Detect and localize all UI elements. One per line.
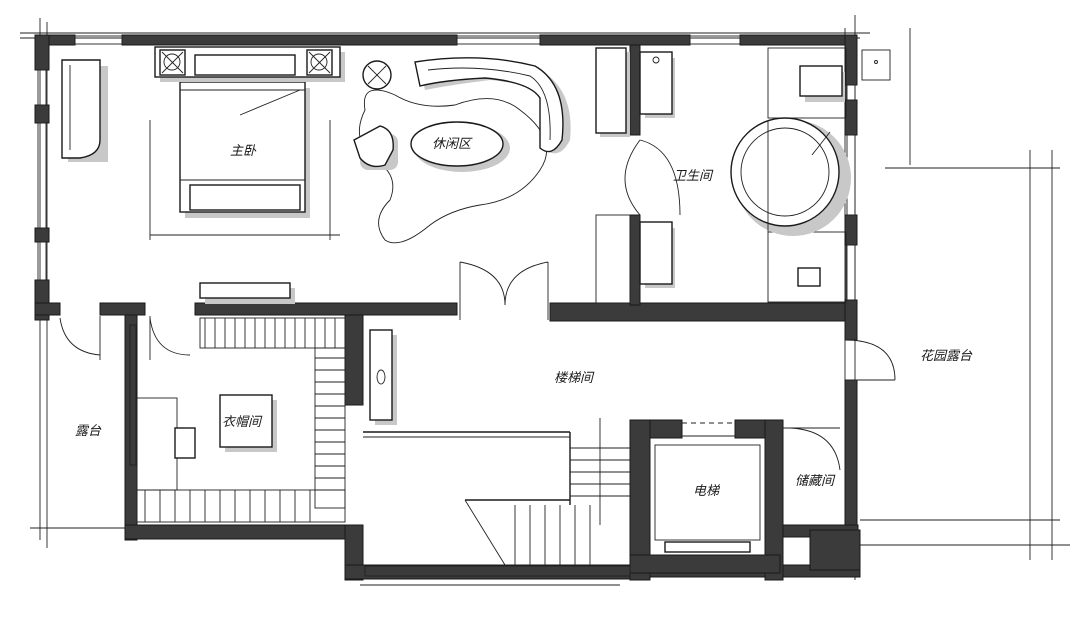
room-label-stairwell: 楼梯间 — [554, 371, 595, 386]
cloak-stool — [174, 427, 196, 459]
room-label-garden-terrace: 花园露台 — [920, 349, 973, 364]
room-label-cloakroom: 衣帽间 — [222, 415, 263, 430]
bathroom-fixtures — [595, 47, 851, 304]
sink-bottom — [639, 221, 673, 285]
stairwell — [363, 329, 630, 566]
terrace-post — [861, 49, 891, 81]
elevator-shaft — [654, 422, 761, 553]
sofa-chair — [61, 59, 101, 159]
armchair — [353, 125, 394, 168]
cloakroom-furniture — [136, 282, 346, 523]
curved-sofa — [414, 57, 564, 153]
room-label-lounge: 休闲区 — [432, 137, 473, 152]
console — [369, 329, 393, 421]
master-bedroom-furniture — [61, 46, 345, 218]
room-label-elevator: 电梯 — [693, 484, 721, 499]
cloak-island — [219, 394, 273, 448]
room-label-master-bedroom: 主卧 — [230, 144, 257, 159]
toilet-top — [799, 65, 843, 97]
walls — [34, 34, 861, 581]
coffee-table — [410, 121, 504, 167]
rug — [358, 89, 548, 244]
lounge-furniture — [353, 57, 571, 244]
elevator-door — [664, 541, 751, 553]
room-label-balcony: 露台 — [75, 424, 102, 439]
room-label-bathroom: 卫生间 — [673, 169, 714, 184]
toilet-bottom — [797, 267, 821, 287]
doors — [59, 261, 896, 471]
bench — [199, 282, 291, 299]
vanity — [595, 47, 627, 134]
round-bathtub — [730, 117, 840, 227]
sink-top — [639, 51, 673, 115]
room-label-storage: 储藏间 — [795, 474, 836, 489]
